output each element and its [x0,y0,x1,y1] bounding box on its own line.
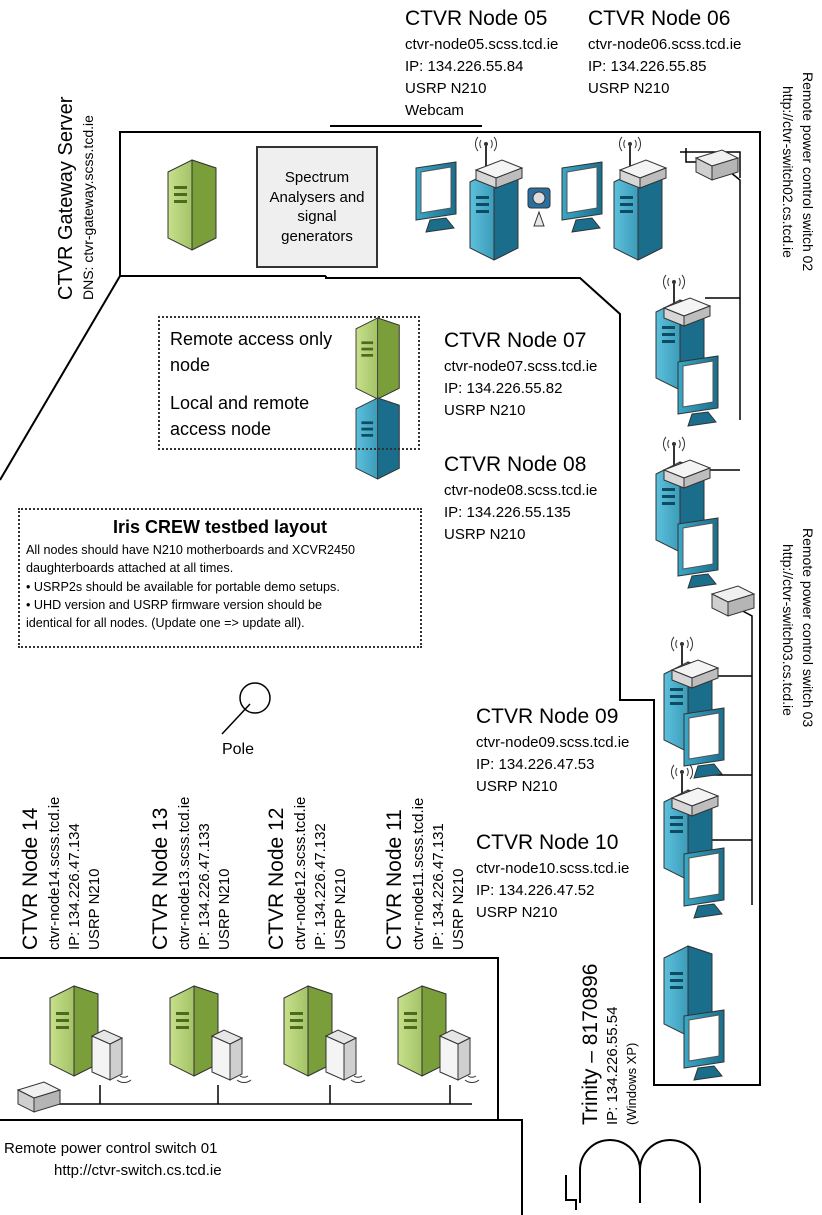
spectrum-analysers-box: Spectrum Analysers and signal generators [256,146,378,268]
node12-host: ctvr-node12.scss.tcd.ie [292,796,309,950]
node05-workstation-icon [415,136,551,261]
node11-host: ctvr-node11.scss.tcd.ie [410,797,427,950]
node10-host: ctvr-node10.scss.tcd.ie [476,860,630,877]
node13-hw: USRP N210 [216,868,233,950]
legend-remote-line1: Remote access only [170,329,333,349]
node11-hw: USRP N210 [450,868,467,950]
gateway-server-icon [167,159,217,251]
node07-ip: IP: 134.226.55.82 [444,380,563,397]
node13-host: ctvr-node13.scss.tcd.ie [176,796,193,950]
node14-remote-icon [49,985,132,1084]
node11-name: CTVR Node 11 [383,809,406,950]
gateway-dns: DNS: ctvr-gateway.scss.tcd.ie [80,115,96,300]
node09-name: CTVR Node 09 [476,705,619,728]
trinity-workstation-icon [663,945,725,1081]
node10-hw: USRP N210 [476,904,558,921]
node07-host: ctvr-node07.scss.tcd.ie [444,358,598,375]
switch02-icon [695,149,739,181]
node14-ip: IP: 134.226.47.134 [66,823,83,950]
testbed-title: Iris CREW testbed layout [112,517,328,537]
legend-local-line2: access node [170,419,272,439]
node12-ip: IP: 134.226.47.132 [312,823,329,950]
spectrum-line-3: signal [297,208,337,225]
note-line-4: • UHD version and USRP firmware version … [26,597,323,612]
spectrum-line-2: Analysers and [269,188,365,206]
node14-hw: USRP N210 [86,868,103,950]
node07-hw: USRP N210 [444,402,526,419]
door-icon [579,1139,701,1203]
switch02-url: http://ctvr-switch02.cs.tcd.ie [780,86,796,258]
node08-name: CTVR Node 08 [444,453,587,476]
note-line-2: daughterboards attached at all times. [26,561,234,576]
node10-workstation-icon [663,764,725,919]
building-outline [0,131,761,1215]
spectrum-line-4: generators [281,227,353,245]
switch01-icon [17,1081,61,1113]
legend-remote-line2: node [170,355,211,375]
spectrum-line-1: Spectrum [284,169,350,186]
node09-workstation-icon [663,636,725,779]
testbed-notes-box: Iris CREW testbed layout All nodes shoul… [18,508,422,648]
node06-hw: USRP N210 [588,80,670,97]
node11-ip: IP: 134.226.47.131 [430,823,447,950]
node06-ip: IP: 134.226.55.85 [588,58,707,75]
node11-remote-icon [397,985,480,1084]
note-line-3: • USRP2s should be available for portabl… [26,579,340,594]
note-line-5: identical for all nodes. (Update one => … [26,616,305,631]
node13-ip: IP: 134.226.47.133 [196,823,213,950]
node10-name: CTVR Node 10 [476,831,619,854]
switch03-name: Remote power control switch 03 [800,528,816,728]
node10-ip: IP: 134.226.47.52 [476,882,595,899]
node05-extra: Webcam [405,102,464,119]
node08-ip: IP: 134.226.55.135 [444,504,571,521]
node14-host: ctvr-node14.scss.tcd.ie [46,796,63,950]
node09-hw: USRP N210 [476,778,558,795]
node12-name: CTVR Node 12 [265,807,288,950]
node05-hw: USRP N210 [405,80,487,97]
note-line-1: All nodes should have N210 motherboards … [26,543,356,558]
node14-name: CTVR Node 14 [19,807,42,950]
gateway-name: CTVR Gateway Server [55,96,77,300]
switch03-icon [711,585,755,617]
node06-host: ctvr-node06.scss.tcd.ie [588,36,742,53]
switch02-name: Remote power control switch 02 [800,72,816,272]
legend-box: Remote access only node Local and remote… [158,316,420,450]
node08-workstation-icon [655,436,719,589]
trinity-os: (Windows XP) [624,1042,639,1125]
node06-name: CTVR Node 06 [588,7,731,30]
switch03-url: http://ctvr-switch03.cs.tcd.ie [780,544,796,716]
node07-name: CTVR Node 07 [444,329,587,352]
node05-name: CTVR Node 05 [405,7,548,30]
legend-local-line1: Local and remote [170,393,310,413]
pole-label: Pole [221,741,255,758]
switch01-name: Remote power control switch 01 [4,1140,218,1157]
node09-ip: IP: 134.226.47.53 [476,756,595,773]
node09-host: ctvr-node09.scss.tcd.ie [476,734,630,751]
trinity-ip: IP: 134.226.55.54 [604,1006,621,1125]
node13-name: CTVR Node 13 [149,807,172,950]
webcam-icon [527,187,551,227]
node08-host: ctvr-node08.scss.tcd.ie [444,482,598,499]
pole-icon [221,682,271,735]
node08-hw: USRP N210 [444,526,526,543]
node13-remote-icon [169,985,252,1084]
trinity-name: Trinity – 8170896 [579,963,602,1126]
node05-ip: IP: 134.226.55.84 [405,58,524,75]
node12-hw: USRP N210 [332,868,349,950]
node05-host: ctvr-node05.scss.tcd.ie [405,36,559,53]
node12-remote-icon [283,985,366,1084]
switch01-url: http://ctvr-switch.cs.tcd.ie [54,1162,222,1179]
node06-workstation-icon [561,136,667,261]
